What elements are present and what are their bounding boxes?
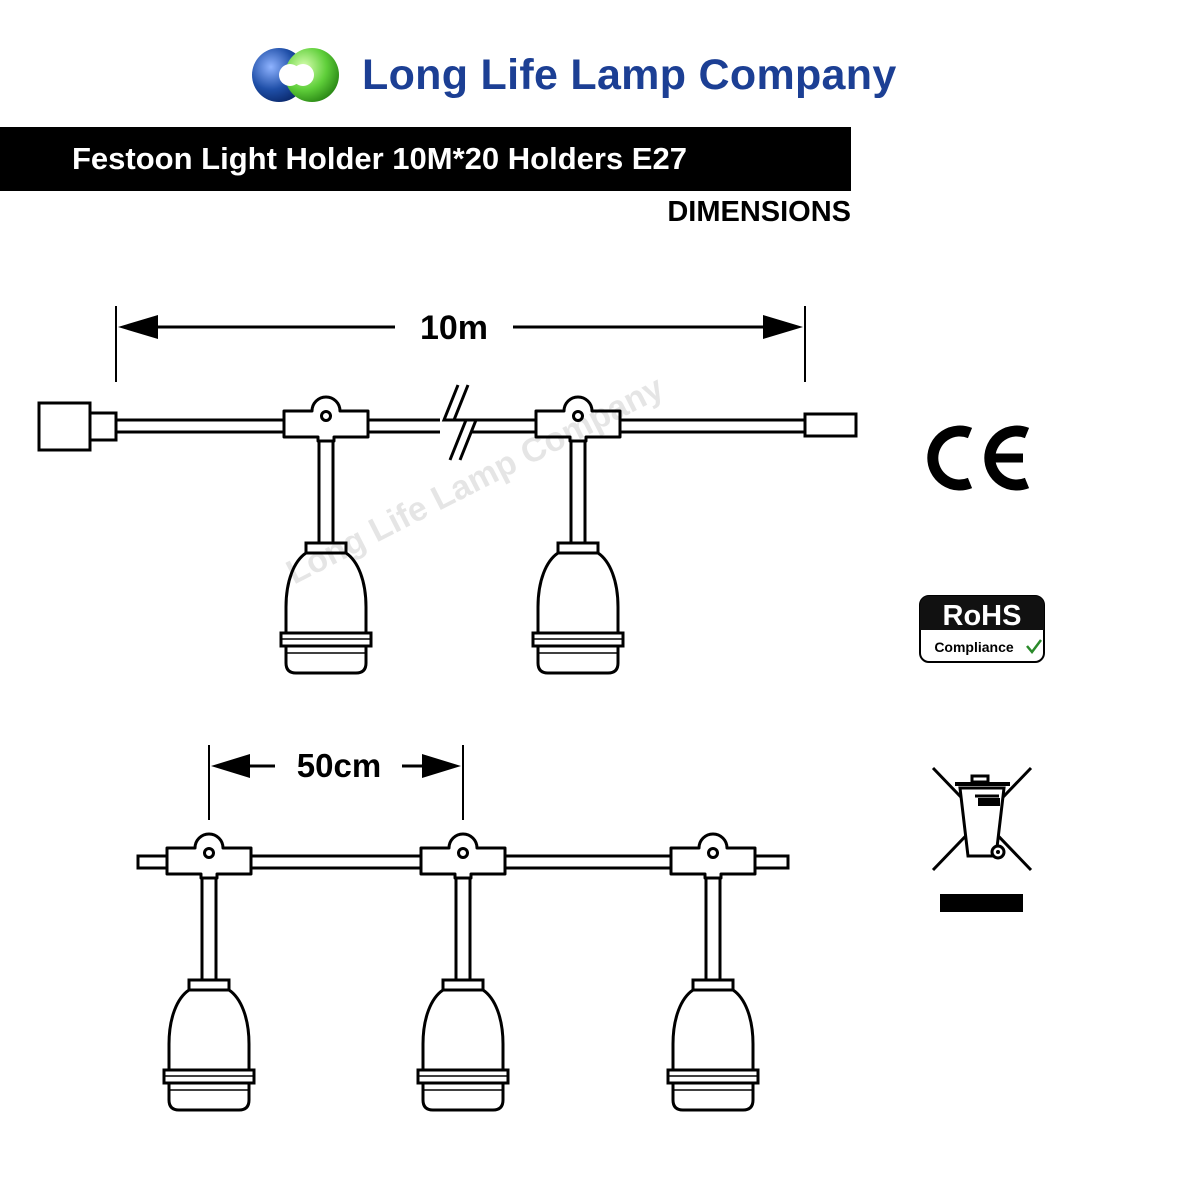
brand-logo	[252, 48, 339, 102]
brand-name: Long Life Lamp Company	[362, 50, 897, 99]
page-subtitle: DIMENSIONS	[667, 196, 851, 228]
rohs-title: RoHS	[943, 600, 1022, 632]
dimension-arrow-left-icon	[118, 315, 158, 339]
weee-crossed-bin-icon	[931, 766, 1033, 912]
ce-mark-icon	[927, 425, 1030, 491]
check-icon	[1026, 639, 1042, 655]
dimension-arrow-right-icon	[422, 754, 461, 778]
title-bar: Festoon Light Holder 10M*20 Holders E27	[0, 127, 851, 191]
rohs-compliance-badge: RoHS Compliance	[919, 595, 1045, 663]
dimension-arrow-right-icon	[763, 315, 803, 339]
end-connector-icon	[803, 412, 858, 438]
page-title: Festoon Light Holder 10M*20 Holders E27	[72, 141, 687, 176]
spacing-label: 50cm	[297, 747, 381, 784]
lamp-holder	[666, 832, 760, 1112]
plug-icon	[37, 401, 92, 452]
length-label: 10m	[420, 309, 488, 347]
lamp-holder	[162, 832, 256, 1112]
brand-header: Long Life Lamp Company	[250, 40, 897, 110]
watermark: Long Life Lamp Company	[280, 368, 669, 591]
top-diagram: 10m	[37, 306, 858, 675]
lamp-holder	[416, 832, 510, 1112]
bottom-diagram: 50cm	[136, 745, 790, 1112]
rohs-subtitle: Compliance	[934, 639, 1014, 655]
dimension-arrow-left-icon	[211, 754, 250, 778]
